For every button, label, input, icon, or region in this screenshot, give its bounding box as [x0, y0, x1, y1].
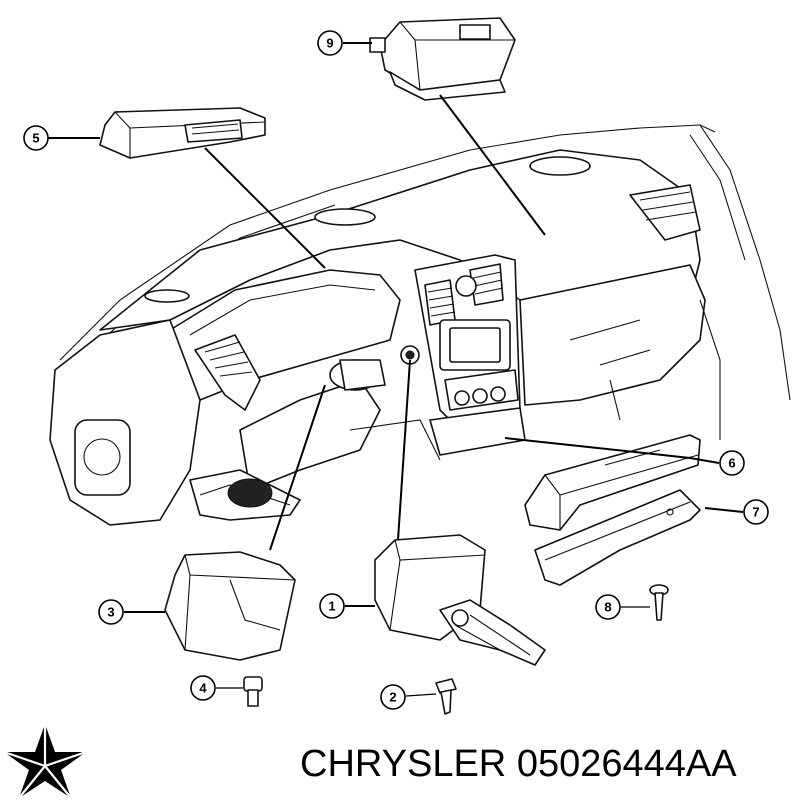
leader-lines: [48, 42, 744, 697]
part-6-bracket: [524, 434, 701, 531]
callout-8: 8: [595, 594, 621, 620]
part-number: 05026444AA: [516, 743, 737, 785]
part-7-plate: [534, 489, 701, 586]
callout-1-label: 1: [328, 599, 335, 614]
callout-7-label: 7: [752, 505, 759, 520]
part-8-screw: [649, 584, 669, 621]
callout-4: 4: [190, 675, 216, 701]
part-2-screw: [435, 678, 457, 715]
part-9-module: [369, 17, 516, 101]
callout-3-label: 3: [107, 605, 114, 620]
callout-9: 9: [317, 30, 343, 56]
callout-1: 1: [319, 593, 345, 619]
callout-5: 5: [23, 125, 49, 151]
part-1-switch: [374, 534, 546, 666]
instrument-panel: [49, 124, 791, 526]
callout-2-label: 2: [389, 690, 396, 705]
part-4-bolt: [243, 676, 263, 707]
callout-9-label: 9: [326, 36, 333, 51]
brand-name: CHRYSLER: [300, 743, 507, 785]
callout-6: 6: [719, 450, 745, 476]
callout-5-label: 5: [32, 131, 39, 146]
callout-4-label: 4: [199, 681, 207, 696]
pentastar-logo-icon: [3, 724, 87, 799]
callout-8-label: 8: [604, 600, 611, 615]
part-5-module: [99, 107, 266, 159]
callout-6-label: 6: [728, 456, 735, 471]
callout-7: 7: [743, 499, 769, 525]
callout-3: 3: [98, 599, 124, 625]
callout-2: 2: [380, 684, 406, 710]
part-3-panel: [164, 551, 296, 661]
part-caption: CHRYSLER 05026444AA: [300, 734, 800, 794]
